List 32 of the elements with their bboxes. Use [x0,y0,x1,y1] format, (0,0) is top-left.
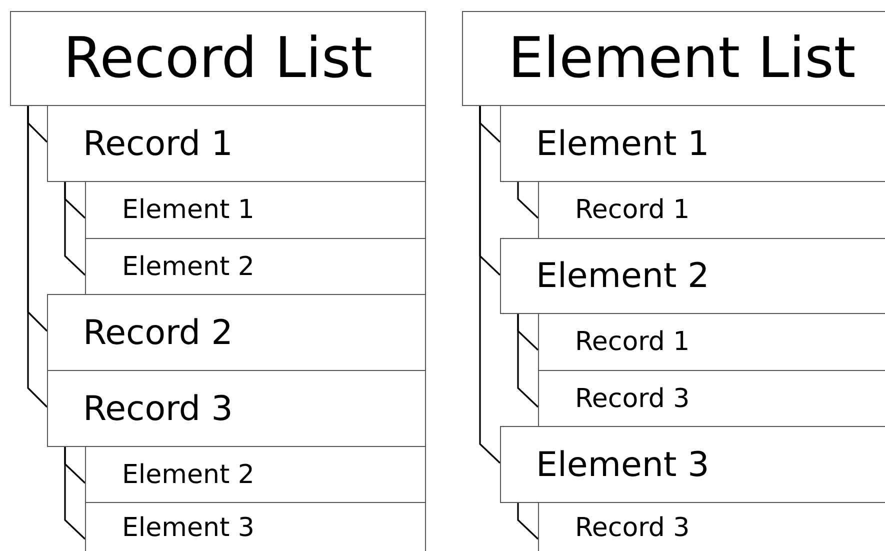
tree-connector [517,503,539,540]
item-label: Record 1 [575,327,690,357]
item-label: Element 2 [122,460,254,490]
list-item-box [85,446,426,503]
tree-connector [27,106,48,408]
item-label: Element 2 [122,252,254,282]
list-item-box [85,502,426,551]
list-header-box [462,11,885,106]
tree-connector [479,106,501,464]
tree-connector [64,182,86,276]
list-item-box [85,181,426,239]
list-item-box [47,370,426,447]
list-title: Record List [63,26,373,91]
list-header-box [10,11,426,106]
item-label: Record 3 [575,513,690,543]
list-item-box [85,238,426,295]
item-label: Record 1 [575,195,690,225]
item-label: Element 1 [122,195,254,225]
item-label: Element 3 [536,444,710,484]
item-label: Record 1 [83,124,233,164]
item-label: Element 1 [536,124,710,164]
item-label: Element 3 [122,513,254,543]
list-title: Element List [508,26,856,91]
list-item-box [47,294,426,371]
list-item-box [47,105,426,182]
item-label: Record 2 [83,312,233,352]
tree-connector [517,182,539,219]
item-label: Record 3 [575,384,690,414]
tree-connector [517,314,539,408]
item-label: Record 3 [83,388,233,428]
tree-connector [64,447,86,540]
item-label: Element 2 [536,256,710,296]
